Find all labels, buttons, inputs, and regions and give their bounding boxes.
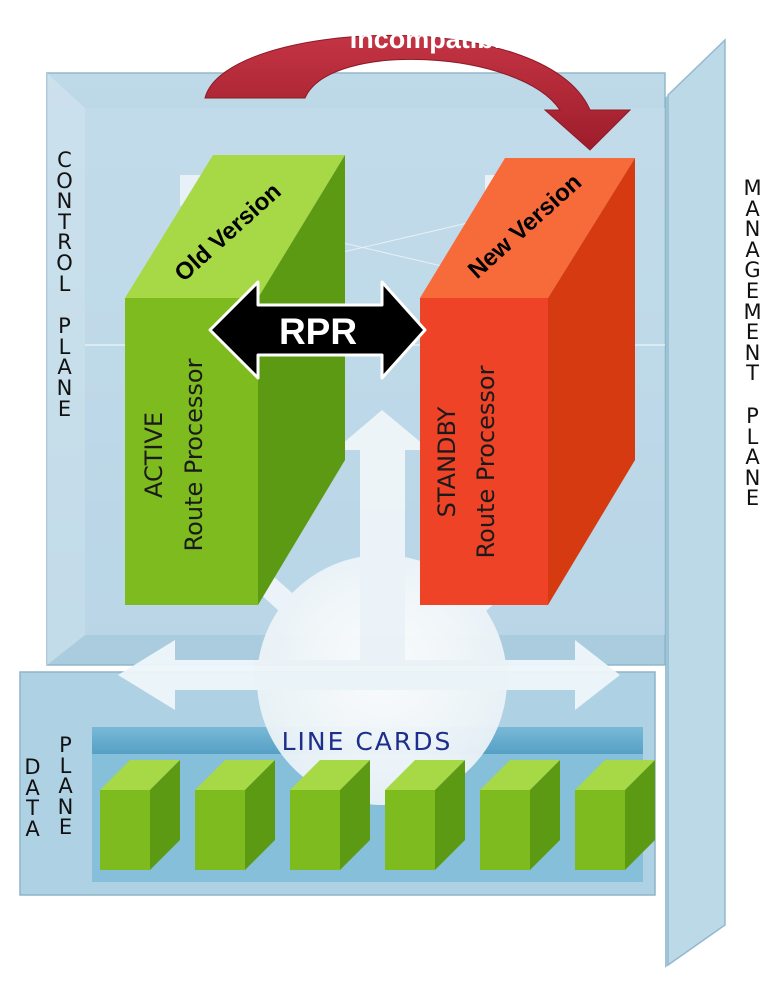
line-card — [195, 760, 275, 870]
line-card — [100, 760, 180, 870]
active-name-label: Route Processor — [180, 358, 208, 551]
incompatible-label: Incompatible — [350, 24, 517, 54]
line-card — [385, 760, 465, 870]
active-route-processor — [125, 155, 345, 605]
rpr-label: RPR — [279, 311, 357, 352]
standby-name-label: Route Processor — [472, 365, 500, 558]
incompatible-arrow — [204, 34, 632, 151]
standby-route-processor — [420, 158, 635, 605]
rpr-link-arrow — [208, 280, 427, 380]
line-cards — [100, 760, 655, 870]
line-card — [480, 760, 560, 870]
active-role-label: ACTIVE — [140, 412, 168, 498]
line-card — [290, 760, 370, 870]
standby-role-label: STANDBY — [433, 406, 461, 517]
management-plane — [665, 38, 726, 968]
line-cards-title: LINE CARDS — [282, 727, 453, 756]
line-card — [575, 760, 655, 870]
